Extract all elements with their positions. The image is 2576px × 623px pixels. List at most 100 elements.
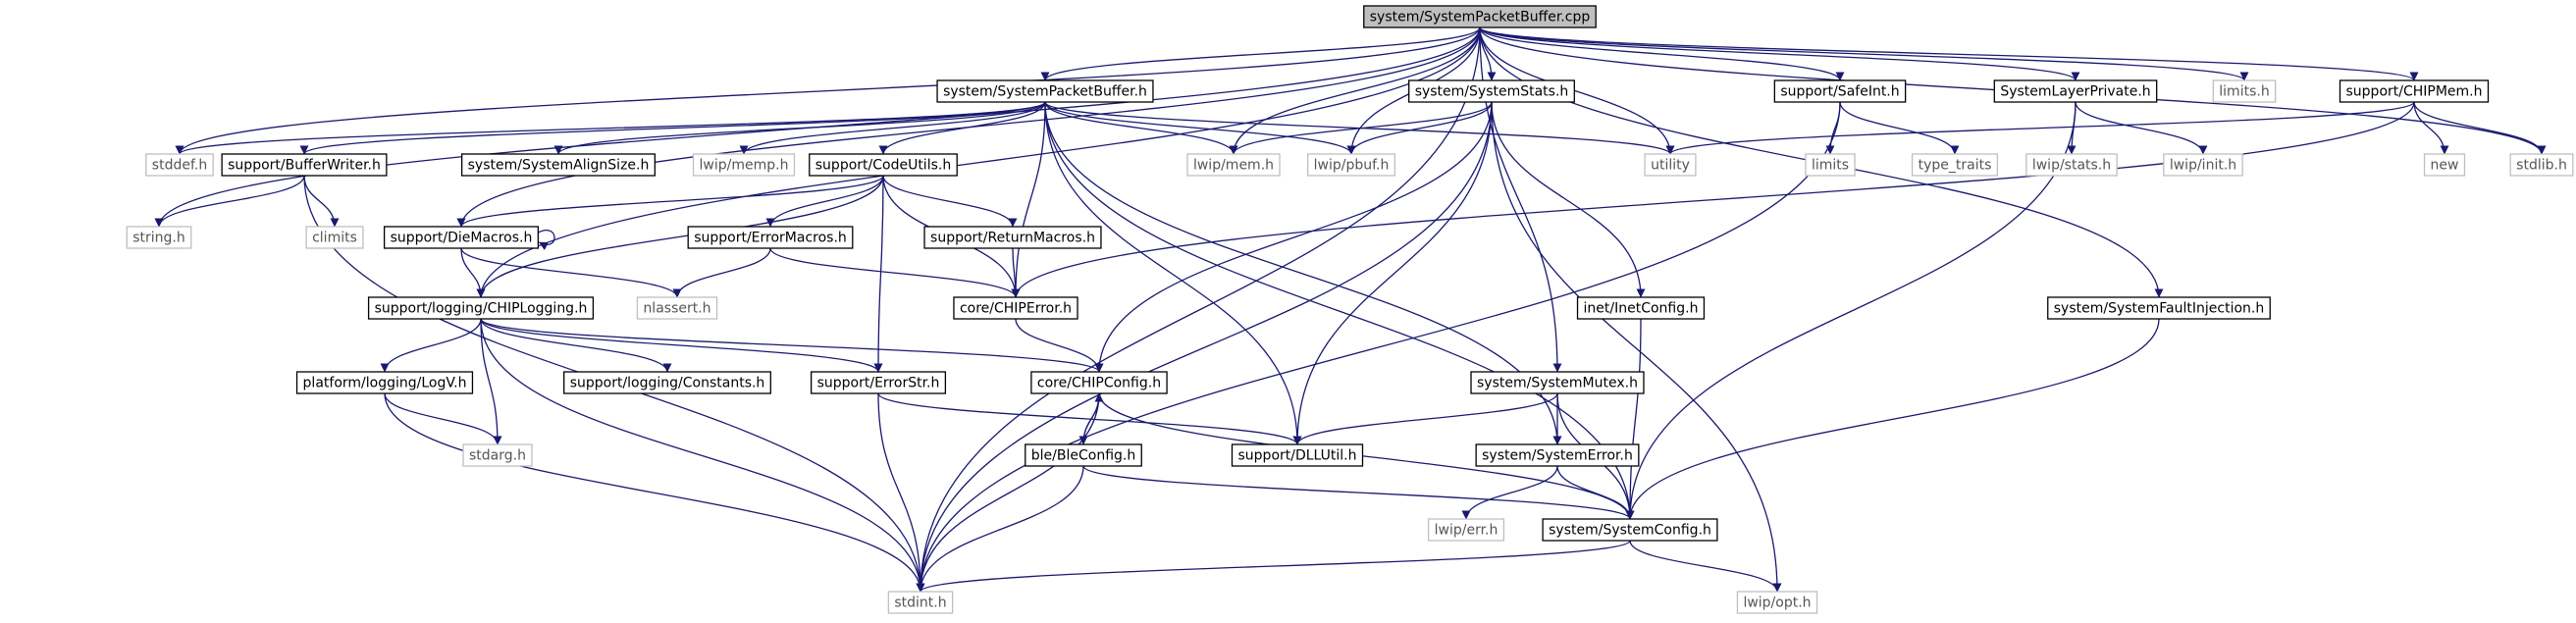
node-errorstr-h[interactable]: support/ErrorStr.h: [810, 371, 947, 394]
edge-chipmem-h-to-new: [2413, 101, 2449, 155]
edge-slp-h-to-sconfig-h: [1625, 101, 2077, 520]
node-lwipstats-h: lwip/stats.h: [2025, 153, 2118, 177]
node-box: [1542, 518, 1718, 542]
node-label: lwip/err.h: [1435, 523, 1498, 539]
node-box: [1475, 443, 1640, 467]
node-label: lwip/opt.h: [1743, 596, 1811, 611]
node-label: support/BufferWriter.h: [228, 158, 381, 174]
node-retmacros-h[interactable]: support/ReturnMacros.h: [923, 226, 1102, 249]
edge-sfaultinj-h-to-sconfig-h: [1625, 318, 2160, 520]
node-label: inet/InetConfig.h: [1584, 301, 1699, 317]
edge-codeutils-h-to-diemacros-h: [456, 175, 884, 228]
node-box: [1025, 443, 1142, 467]
edge-chiplogging-h-to-stdint-h: [480, 318, 925, 593]
node-inetconfig-h[interactable]: inet/InetConfig.h: [1576, 296, 1706, 320]
node-box: [2212, 79, 2277, 103]
node-label: core/CHIPError.h: [960, 301, 1072, 317]
edge-spb-cpp-to-spb-h: [1040, 26, 1481, 81]
edge-sstats-h-to-stdint-h: [916, 101, 1493, 593]
node-box: [367, 296, 595, 320]
node-lwipinit-h: lwip/init.h: [2163, 153, 2243, 177]
node-sfaultinj-h[interactable]: system/SystemFaultInjection.h: [2047, 296, 2271, 320]
node-box: [953, 296, 1078, 320]
edge-spb-cpp-to-utility: [1479, 26, 1675, 155]
edge-smutex-h-to-dllutil-h: [1292, 392, 1558, 445]
node-box: [1470, 371, 1645, 394]
node-new: new: [2423, 153, 2466, 177]
edge-sstats-h-to-lwipmem-h: [1229, 101, 1493, 155]
node-box: [809, 153, 958, 177]
node-label: system/SystemPacketBuffer.h: [943, 84, 1147, 100]
node-sconfig-h[interactable]: system/SystemConfig.h: [1542, 518, 1718, 542]
edge-errorstr-h-to-stdint-h: [877, 392, 925, 593]
node-bufwriter-h[interactable]: support/BufferWriter.h: [221, 153, 388, 177]
edge-spb-h-to-lwipmemp-h: [739, 101, 1046, 155]
edge-chiplogging-h-to-logv-h: [380, 318, 482, 373]
node-label: utility: [1651, 158, 1690, 174]
node-box: [383, 226, 540, 249]
edge-codeutils-h-to-errorstr-h: [873, 175, 884, 373]
node-label: SystemLayerPrivate.h: [2000, 84, 2150, 100]
node-codeutils-h[interactable]: support/CodeUtils.h: [809, 153, 958, 177]
edge-errmacros-h-to-chiperror-h: [769, 247, 1021, 298]
node-spb-h[interactable]: system/SystemPacketBuffer.h: [936, 79, 1154, 103]
node-salign-h[interactable]: system/SystemAlignSize.h: [460, 153, 657, 177]
node-spb-cpp[interactable]: system/SystemPacketBuffer.cpp: [1363, 5, 1597, 28]
node-dllutil-h[interactable]: support/DLLUtil.h: [1231, 443, 1364, 467]
node-label: new: [2431, 158, 2459, 174]
node-utility: utility: [1644, 153, 1697, 177]
node-lwipmem-h: lwip/mem.h: [1186, 153, 1281, 177]
edge-spb-cpp-to-stdint-h: [916, 26, 1481, 593]
node-logconst-h[interactable]: support/logging/Constants.h: [563, 371, 771, 394]
edge-chiplogging-h-to-logconst-h: [480, 318, 672, 373]
node-chiperror-h[interactable]: core/CHIPError.h: [953, 296, 1078, 320]
edge-retmacros-h-to-chiperror-h: [1011, 247, 1021, 298]
node-chipmem-h[interactable]: support/CHIPMem.h: [2339, 79, 2490, 103]
node-label: nlassert.h: [643, 301, 710, 317]
node-box: [923, 226, 1102, 249]
node-label: support/DieMacros.h: [391, 231, 533, 246]
node-chipconfig-h[interactable]: core/CHIPConfig.h: [1030, 371, 1168, 394]
node-box: [1576, 296, 1706, 320]
edge-diemacros-h-to-chiplogging-h: [460, 247, 486, 298]
node-logv-h[interactable]: platform/logging/LogV.h: [295, 371, 474, 394]
node-box: [2509, 153, 2574, 177]
node-safeint-h[interactable]: support/SafeInt.h: [1773, 79, 1907, 103]
node-typetraits: type_traits: [1911, 153, 1999, 177]
node-box: [1805, 153, 1856, 177]
node-label: climits: [312, 231, 357, 246]
node-box: [810, 371, 947, 394]
node-diemacros-h[interactable]: support/DieMacros.h: [383, 226, 540, 249]
node-sstats-h[interactable]: system/SystemStats.h: [1408, 79, 1575, 103]
edge-errmacros-h-to-nlassert-h: [672, 247, 771, 298]
node-box: [1644, 153, 1697, 177]
node-box: [1427, 518, 1505, 542]
node-box: [1736, 591, 1818, 614]
node-bleconfig-h[interactable]: ble/BleConfig.h: [1025, 443, 1142, 467]
node-chiplogging-h[interactable]: support/logging/CHIPLogging.h: [367, 296, 595, 320]
node-box: [1306, 153, 1396, 177]
node-slp-h[interactable]: SystemLayerPrivate.h: [1993, 79, 2158, 103]
edge-sstats-h-to-lwipopt-h: [1491, 101, 1782, 593]
node-box: [1911, 153, 1999, 177]
node-label: type_traits: [1919, 158, 1992, 174]
node-box: [2047, 296, 2271, 320]
edge-spb-h-to-lwippbuf-h: [1044, 101, 1356, 155]
node-errmacros-h[interactable]: support/ErrorMacros.h: [687, 226, 854, 249]
node-box: [295, 371, 474, 394]
node-string-h: string.h: [126, 226, 192, 249]
node-smutex-h[interactable]: system/SystemMutex.h: [1470, 371, 1645, 394]
edge-chiplogging-h-to-errorstr-h: [480, 318, 883, 373]
node-serror-h[interactable]: system/SystemError.h: [1475, 443, 1640, 467]
node-label: system/SystemMutex.h: [1477, 376, 1638, 391]
node-box: [126, 226, 192, 249]
edge-chiperror-h-to-chipconfig-h: [1015, 318, 1104, 373]
node-lwiperr-h: lwip/err.h: [1427, 518, 1505, 542]
node-box: [1363, 5, 1597, 28]
edge-logv-h-to-stdint-h: [384, 392, 925, 593]
node-label: ble/BleConfig.h: [1031, 448, 1135, 464]
node-label: support/DLLUtil.h: [1238, 448, 1357, 464]
edge-chiplogging-h-to-stdarg-h: [480, 318, 502, 445]
node-label: system/SystemStats.h: [1415, 84, 1569, 100]
edge-bleconfig-h-to-chipconfig-h: [1082, 392, 1104, 445]
